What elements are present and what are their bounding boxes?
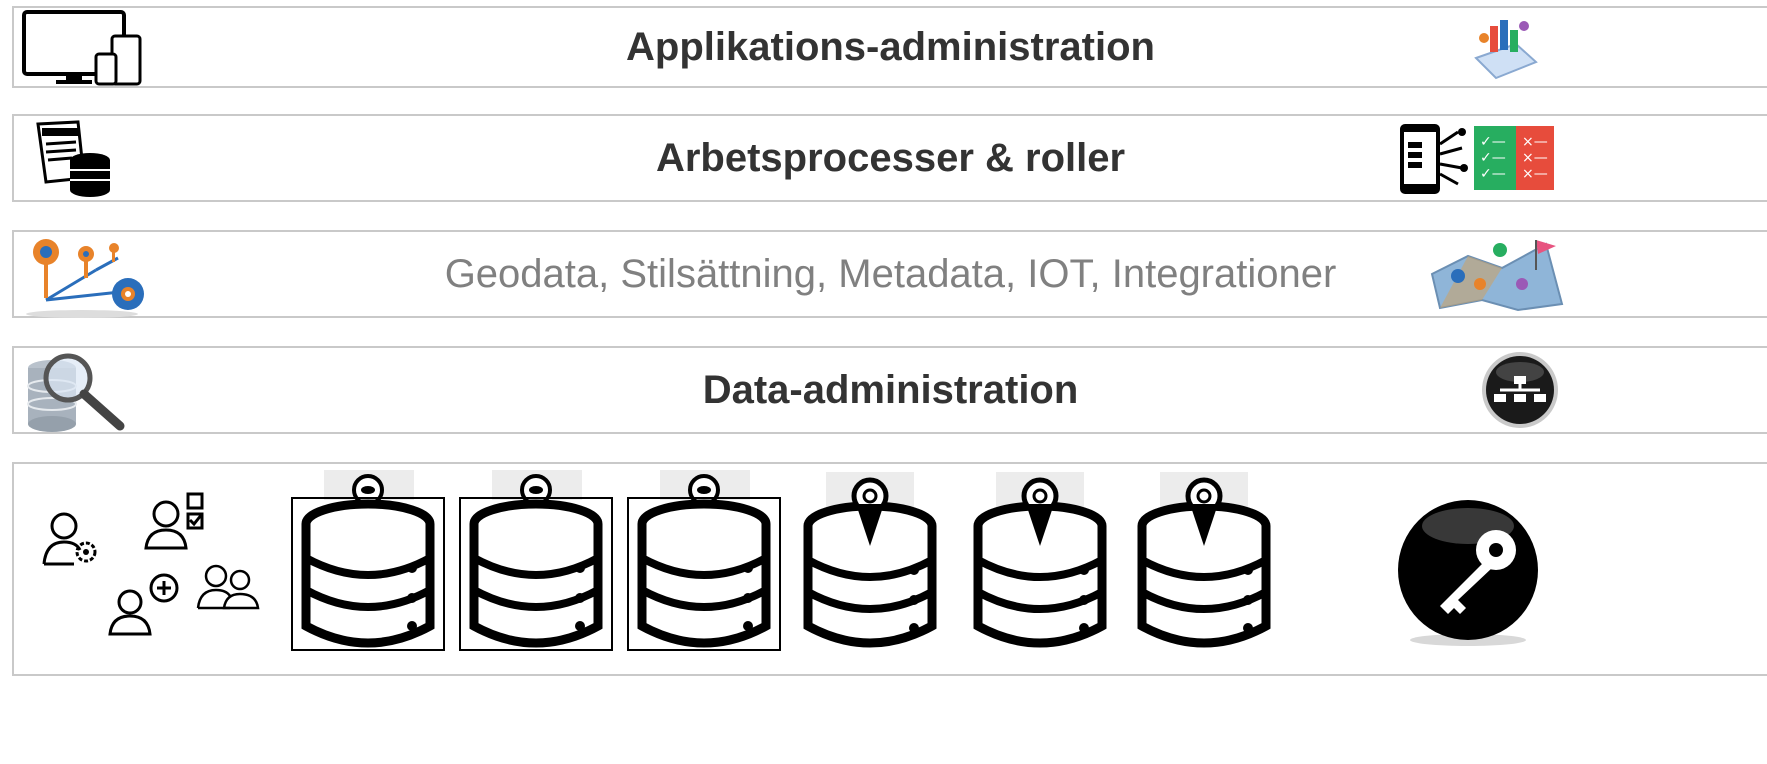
user-settings-icon [42, 510, 104, 568]
user-check-icon [142, 492, 208, 550]
database-icon [290, 466, 448, 652]
tablet-app-icon [1470, 14, 1540, 84]
layer-title: Data-administration [702, 367, 1079, 412]
svg-text:✓—: ✓— [1480, 150, 1506, 166]
layer-work-processes: Arbetsprocesser & roller ✓— [12, 114, 1767, 202]
database-pin-icon [798, 472, 946, 652]
mobile-checklist-icon: ✓— ✓— ✓— ×— ×— ×— [1398, 122, 1558, 196]
database-icon [626, 466, 784, 652]
layer-title: Geodata, Stilsättning, Metadata, IOT, In… [444, 251, 1337, 296]
layer-data-stores [12, 462, 1767, 676]
user-add-icon [106, 572, 188, 636]
layer-data-admin: Data-administration [12, 346, 1767, 434]
database-icon [458, 466, 616, 652]
map-pins-gear-icon [24, 236, 154, 320]
svg-text:✓—: ✓— [1480, 166, 1506, 182]
database-pin-icon [968, 472, 1116, 652]
network-icon [1480, 350, 1562, 432]
database-search-icon [22, 350, 134, 432]
svg-text:✓—: ✓— [1480, 134, 1506, 150]
svg-text:×—: ×— [1522, 166, 1548, 182]
layer-geodata: Geodata, Stilsättning, Metadata, IOT, In… [12, 230, 1767, 318]
document-database-icon [34, 120, 114, 198]
layer-application-admin: Applikations-administration [12, 6, 1767, 88]
layer-title: Applikations-administration [626, 24, 1155, 69]
database-pin-icon [1132, 472, 1280, 652]
svg-text:×—: ×— [1522, 134, 1548, 150]
svg-text:×—: ×— [1522, 150, 1548, 166]
users-icon [196, 564, 260, 610]
key-icon [1394, 498, 1544, 648]
layer-title: Arbetsprocesser & roller [655, 135, 1126, 180]
devices-icon [22, 10, 144, 86]
map-icon [1428, 234, 1564, 314]
